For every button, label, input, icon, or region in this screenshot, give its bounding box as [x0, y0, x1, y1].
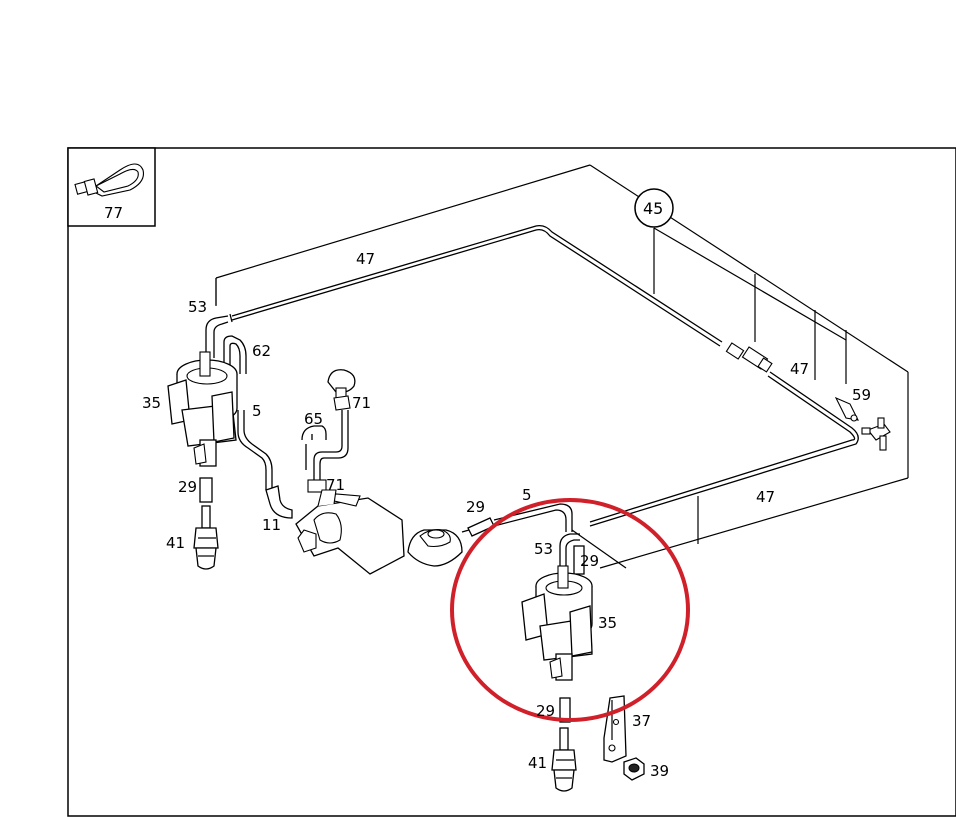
label-35-right: 35: [598, 614, 617, 632]
label-71-bottom: 71: [326, 476, 345, 494]
assembly-outline: [215, 164, 909, 569]
label-41-left: 41: [166, 534, 185, 552]
label-47-bottom: 47: [756, 488, 775, 506]
label-53-right: 53: [534, 540, 553, 558]
label-62: 62: [252, 342, 271, 360]
label-29-left: 29: [178, 478, 197, 496]
label-29-lower-right: 29: [536, 702, 555, 720]
pipe-connectors: [725, 342, 891, 451]
label-71-top: 71: [352, 394, 371, 412]
right-sensor-icon: [551, 727, 577, 792]
label-5-right: 5: [522, 486, 532, 504]
nut-39-icon: [623, 757, 645, 781]
cable-tie-icon: [74, 163, 145, 197]
diagram-frame: [67, 147, 956, 817]
label-29-center: 29: [466, 498, 485, 516]
hose-5-right: [493, 503, 573, 532]
left-pump-assembly: [167, 315, 293, 570]
center-valve-assembly: [295, 369, 495, 575]
callout-45: 45: [634, 188, 674, 228]
label-11: 11: [262, 516, 281, 534]
label-37: 37: [632, 712, 651, 730]
label-35-left: 35: [142, 394, 161, 412]
label-39: 39: [650, 762, 669, 780]
right-pump-assembly: [521, 533, 645, 792]
label-47-mid: 47: [790, 360, 809, 378]
label-59: 59: [852, 386, 871, 404]
bracket-37-icon: [603, 695, 627, 763]
valve-71-icon: [327, 369, 356, 411]
inset-cable-tie: 77: [67, 147, 156, 227]
label-41-right: 41: [528, 754, 547, 772]
left-sensor-icon: [193, 505, 219, 570]
callout-number: 45: [643, 199, 663, 218]
t-connector-icon: [861, 417, 891, 451]
label-5-left: 5: [252, 402, 262, 420]
inset-number: 77: [104, 204, 123, 222]
label-29-upper-right: 29: [580, 552, 599, 570]
label-47-top: 47: [356, 250, 375, 268]
label-53-left: 53: [188, 298, 207, 316]
part-labels: 47 47 47 53 62 35 5 29 41 11 71 65 71 59…: [142, 250, 871, 780]
left-pump-icon: [167, 351, 238, 467]
rubber-boot-icon: [407, 523, 491, 567]
highlight-circle: [450, 498, 690, 722]
right-pump-icon: [521, 565, 593, 681]
label-65: 65: [304, 410, 323, 428]
pipe-47: [229, 224, 859, 527]
